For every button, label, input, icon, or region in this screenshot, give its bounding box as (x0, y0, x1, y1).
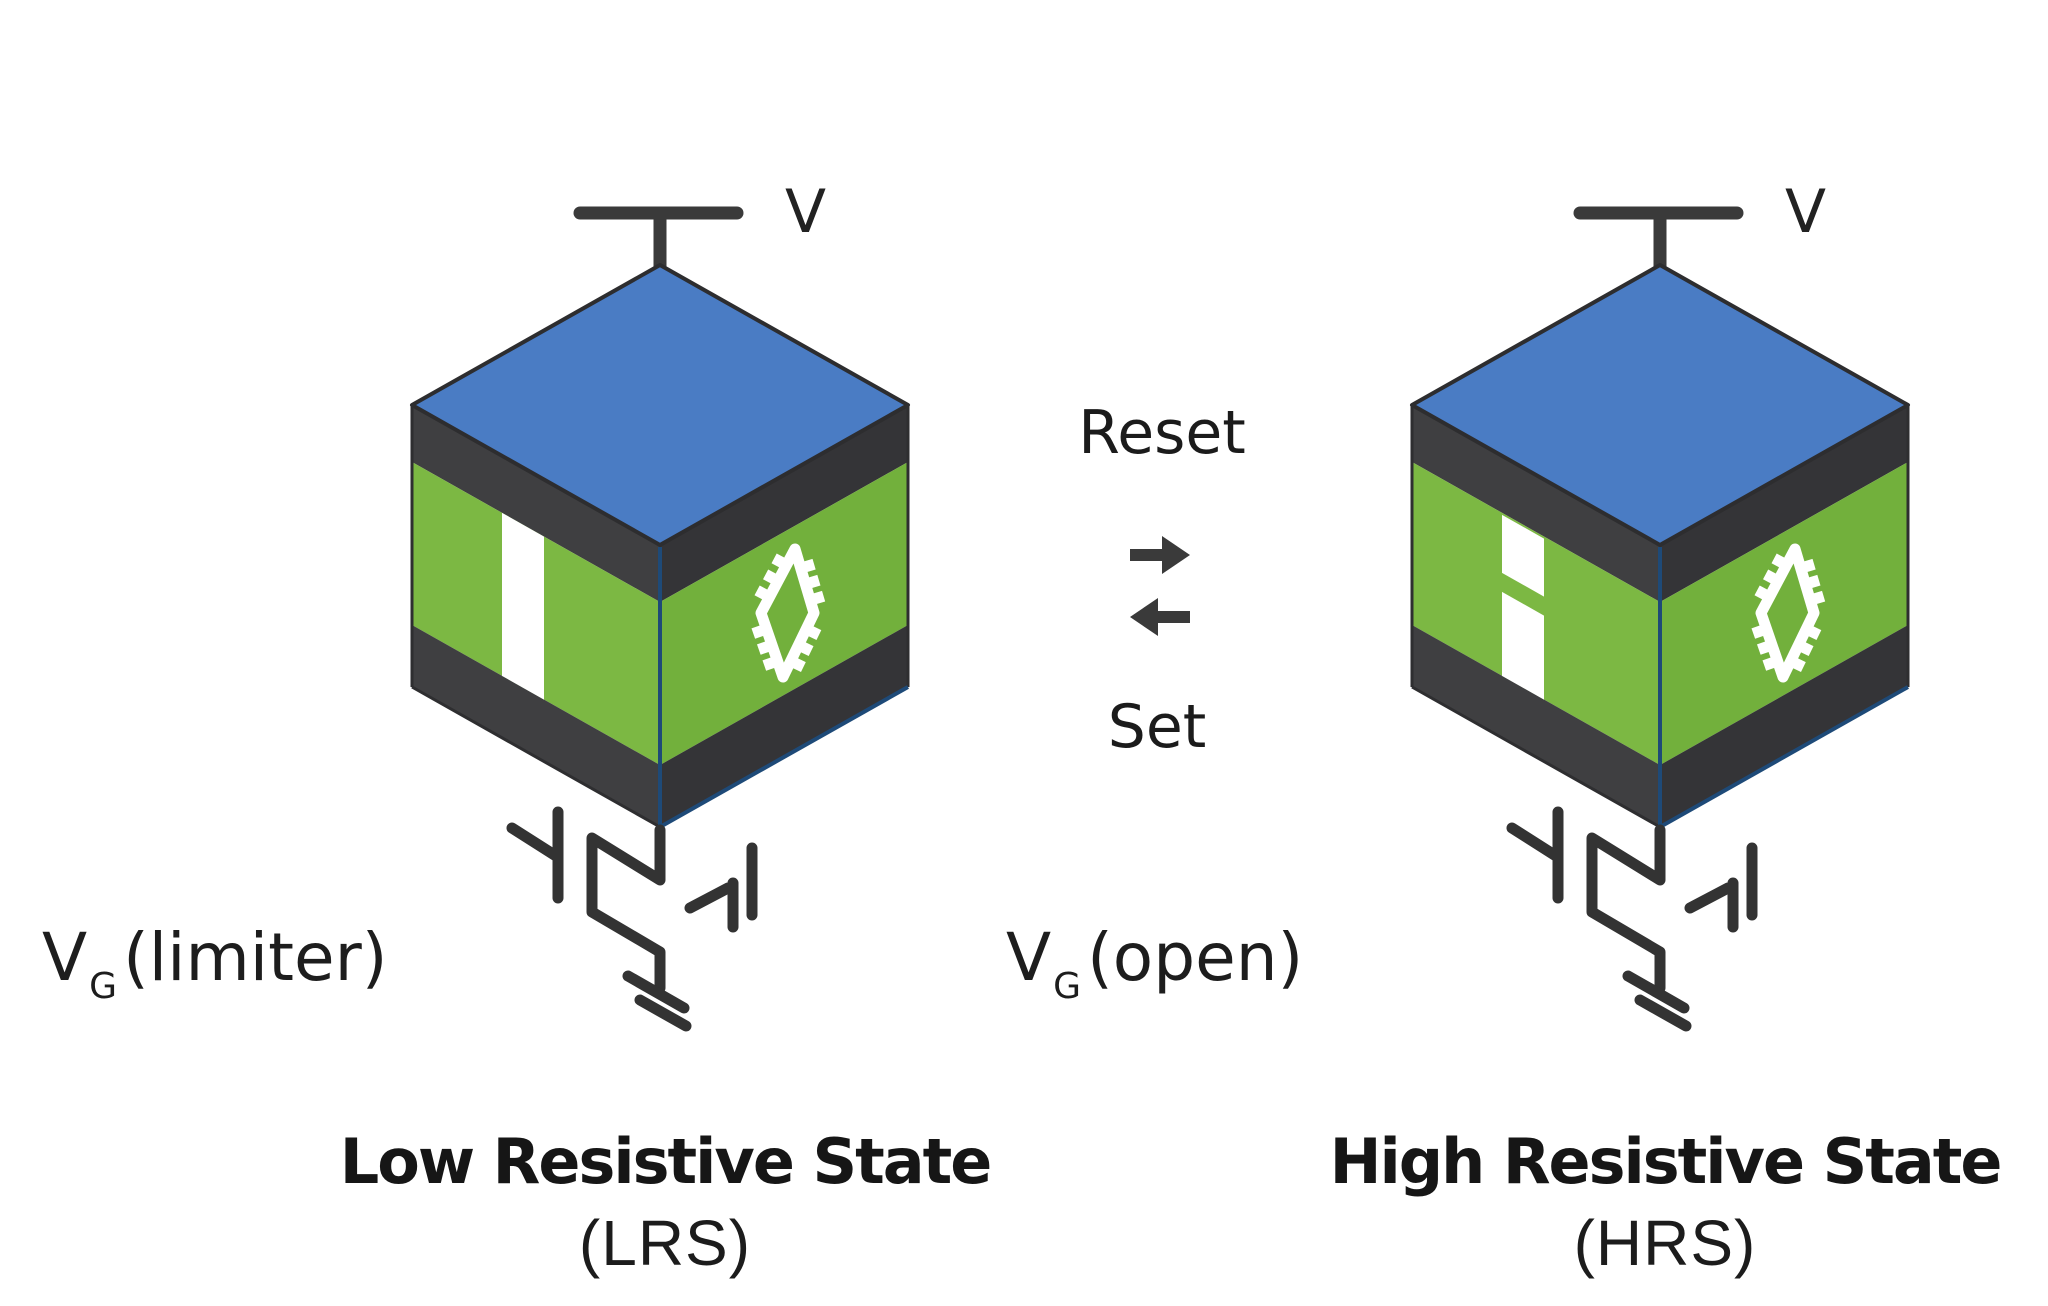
body-contact-icon (684, 842, 758, 933)
cube-edges (1410, 405, 1910, 829)
transistor-symbol (1506, 806, 1758, 1032)
hrs-device: V (1400, 150, 1960, 1050)
top-electrode-face (1410, 263, 1910, 547)
gate-icon (506, 806, 564, 904)
body-contact-icon (1684, 842, 1758, 933)
chip-icon (1751, 543, 1826, 683)
filament-broken-top (1502, 514, 1544, 597)
state-title: High Resistive State (1329, 1125, 2003, 1198)
bottom-electrode-band-right (660, 625, 908, 827)
gate-voltage-label-hrs: VG(open) (1006, 918, 1303, 1009)
vg-subscript: G (1053, 966, 1082, 1007)
bottom-electrode-band-right (1660, 625, 1908, 827)
ground-icon (622, 970, 692, 1032)
state-abbr: (HRS) (1573, 1207, 1757, 1279)
vg-subscript: G (89, 966, 118, 1007)
oxide-layer-right-face (660, 462, 908, 765)
top-electrode-band-right (660, 405, 908, 602)
terminal-voltage-label: V (1785, 177, 1826, 247)
hrs-device-graphic: V (1410, 177, 1910, 1032)
top-electrode-band-left (1412, 405, 1660, 602)
filament-stripe (1502, 514, 1544, 700)
state-title: Low Resistive State (339, 1125, 993, 1198)
top-electrode-band-left (412, 405, 660, 602)
state-caption-hrs: High Resistive State (HRS) (1329, 1124, 2003, 1286)
arrow-right-head-icon (1162, 536, 1190, 574)
vg-mode: (open) (1087, 919, 1304, 996)
terminal-voltage-label: V (785, 177, 826, 247)
filament-broken-bottom (1502, 591, 1544, 700)
arrow-left-head-icon (1130, 598, 1158, 636)
state-caption-lrs: Low Resistive State (LRS) (339, 1124, 993, 1286)
oxide-layer-right-face (1660, 462, 1908, 765)
set-reset-arrows (1130, 536, 1190, 636)
bottom-right-edge (1659, 685, 1909, 829)
ground-icon (1622, 970, 1692, 1032)
lrs-device: V (400, 150, 960, 1050)
vg-mode: (limiter) (123, 919, 388, 996)
filament-continuous (502, 512, 544, 700)
reset-label: Reset (1078, 398, 1246, 468)
channel-wire (586, 824, 666, 994)
gate-icon (1506, 806, 1564, 904)
bottom-electrode-band-left (412, 625, 660, 827)
chip-icon (751, 543, 826, 683)
top-electrode-band-right (1660, 405, 1908, 602)
vg-symbol: V (1006, 919, 1052, 996)
vg-symbol: V (42, 919, 88, 996)
transistor-symbol (506, 806, 758, 1032)
filament-stripe (502, 512, 544, 700)
gate-voltage-label-lrs: VG(limiter) (42, 918, 387, 1009)
top-electrode-face (410, 263, 910, 547)
lrs-device-graphic: V (410, 177, 910, 1032)
bottom-right-edge (659, 685, 909, 829)
bottom-electrode-band-left (1412, 625, 1660, 827)
state-abbr: (LRS) (578, 1207, 752, 1279)
cube-edges (410, 405, 910, 829)
set-label: Set (1107, 692, 1207, 762)
channel-wire (1586, 824, 1666, 994)
